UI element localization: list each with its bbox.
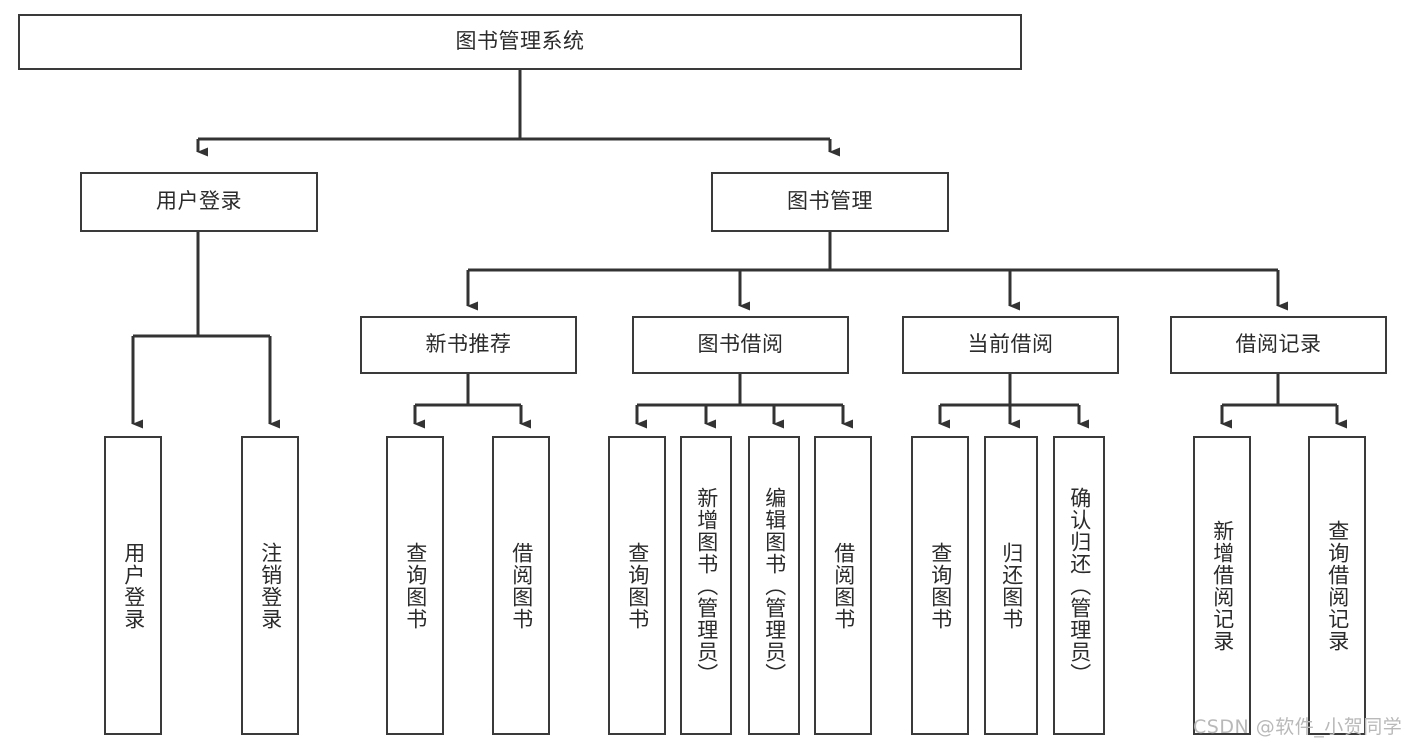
leaf-nb-borrow-book-label: 借阅图书: [509, 541, 534, 630]
leaf-nb-borrow-book[interactable]: 借阅图书: [492, 436, 550, 735]
leaf-cb-query-book[interactable]: 查询图书: [911, 436, 969, 735]
leaf-cb-query-book-label: 查询图书: [928, 541, 953, 630]
leaf-cb-confirm-return[interactable]: 确认归还（管理员）: [1053, 436, 1105, 735]
leaf-br-query-record[interactable]: 查询借阅记录: [1308, 436, 1366, 735]
leaf-br-query-record-label: 查询借阅记录: [1325, 519, 1350, 652]
leaf-br-add-record[interactable]: 新增借阅记录: [1193, 436, 1251, 735]
node-book-management-label: 图书管理: [787, 189, 873, 214]
leaf-bb-add-book-label: 新增图书（管理员）: [694, 486, 719, 685]
node-root-system-label: 图书管理系统: [455, 29, 585, 54]
leaf-cb-return-book[interactable]: 归还图书: [984, 436, 1038, 735]
node-user-login[interactable]: 用户登录: [80, 172, 318, 232]
leaf-cb-return-book-label: 归还图书: [999, 541, 1024, 630]
leaf-bb-borrow-book-label: 借阅图书: [831, 541, 856, 630]
leaf-bb-add-book[interactable]: 新增图书（管理员）: [680, 436, 732, 735]
leaf-cb-confirm-return-label: 确认归还（管理员）: [1067, 486, 1092, 685]
node-new-book-recommend-label: 新书推荐: [425, 332, 512, 357]
leaf-bb-query-book-label: 查询图书: [625, 541, 650, 630]
node-user-login-label: 用户登录: [156, 189, 242, 214]
node-book-borrow[interactable]: 图书借阅: [632, 316, 849, 374]
leaf-bb-edit-book-label: 编辑图书（管理员）: [762, 486, 787, 685]
leaf-logout-label: 注销登录: [258, 541, 283, 630]
leaf-br-add-record-label: 新增借阅记录: [1210, 519, 1235, 652]
leaf-user-login[interactable]: 用户登录: [104, 436, 162, 735]
node-current-borrow-label: 当前借阅: [967, 332, 1054, 357]
leaf-logout[interactable]: 注销登录: [241, 436, 299, 735]
node-borrow-record-label: 借阅记录: [1235, 332, 1322, 357]
leaf-bb-edit-book[interactable]: 编辑图书（管理员）: [748, 436, 800, 735]
node-book-management[interactable]: 图书管理: [711, 172, 949, 232]
leaf-bb-borrow-book[interactable]: 借阅图书: [814, 436, 872, 735]
leaf-user-login-label: 用户登录: [121, 541, 146, 630]
leaf-nb-query-book-label: 查询图书: [403, 541, 428, 630]
leaf-bb-query-book[interactable]: 查询图书: [608, 436, 666, 735]
node-book-borrow-label: 图书借阅: [697, 332, 784, 357]
node-current-borrow[interactable]: 当前借阅: [902, 316, 1119, 374]
node-new-book-recommend[interactable]: 新书推荐: [360, 316, 577, 374]
node-borrow-record[interactable]: 借阅记录: [1170, 316, 1387, 374]
node-root-system[interactable]: 图书管理系统: [18, 14, 1022, 70]
leaf-nb-query-book[interactable]: 查询图书: [386, 436, 444, 735]
